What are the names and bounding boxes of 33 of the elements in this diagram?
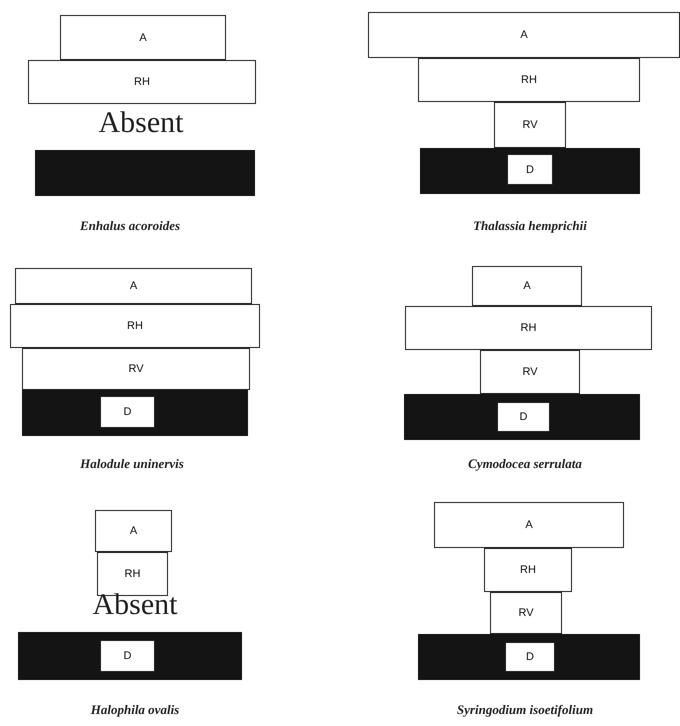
sediment-bar bbox=[22, 390, 248, 436]
layer-box: A bbox=[368, 12, 680, 58]
sediment-bar bbox=[35, 150, 255, 196]
layer-box: A bbox=[15, 268, 252, 304]
layer-box: A bbox=[60, 15, 226, 60]
absent-note: Absent bbox=[98, 106, 184, 140]
layer-box: D bbox=[507, 154, 553, 185]
sediment-bar bbox=[420, 148, 640, 194]
species-name: Enhalus acoroides bbox=[80, 218, 180, 234]
layer-box: RH bbox=[484, 548, 572, 592]
species-name: Syringodium isoetifolium bbox=[456, 702, 594, 718]
layer-box: RV bbox=[490, 592, 562, 634]
species-name: Cymodocea serrulata bbox=[468, 456, 582, 472]
layer-box: A bbox=[472, 266, 582, 306]
layer-box: RV bbox=[22, 348, 250, 390]
layer-box: D bbox=[505, 642, 555, 672]
layer-box: RV bbox=[480, 350, 580, 394]
layer-box: D bbox=[100, 396, 155, 428]
layer-box: RH bbox=[10, 304, 260, 348]
layer-box: RH bbox=[405, 306, 652, 350]
layer-box: RV bbox=[494, 102, 566, 148]
sediment-bar bbox=[418, 634, 640, 680]
species-name: Halophila ovalis bbox=[90, 702, 180, 718]
species-name: Thalassia hemprichii bbox=[473, 218, 587, 234]
layer-box: A bbox=[434, 502, 624, 548]
layer-box: D bbox=[100, 640, 155, 672]
species-name: Halodule uninervis bbox=[80, 456, 184, 472]
layer-box: D bbox=[497, 402, 550, 432]
sediment-bar bbox=[18, 632, 242, 680]
layer-box: RH bbox=[28, 60, 256, 104]
sediment-bar bbox=[404, 394, 640, 440]
layer-box: RH bbox=[418, 58, 640, 102]
layer-box: A bbox=[95, 510, 172, 552]
